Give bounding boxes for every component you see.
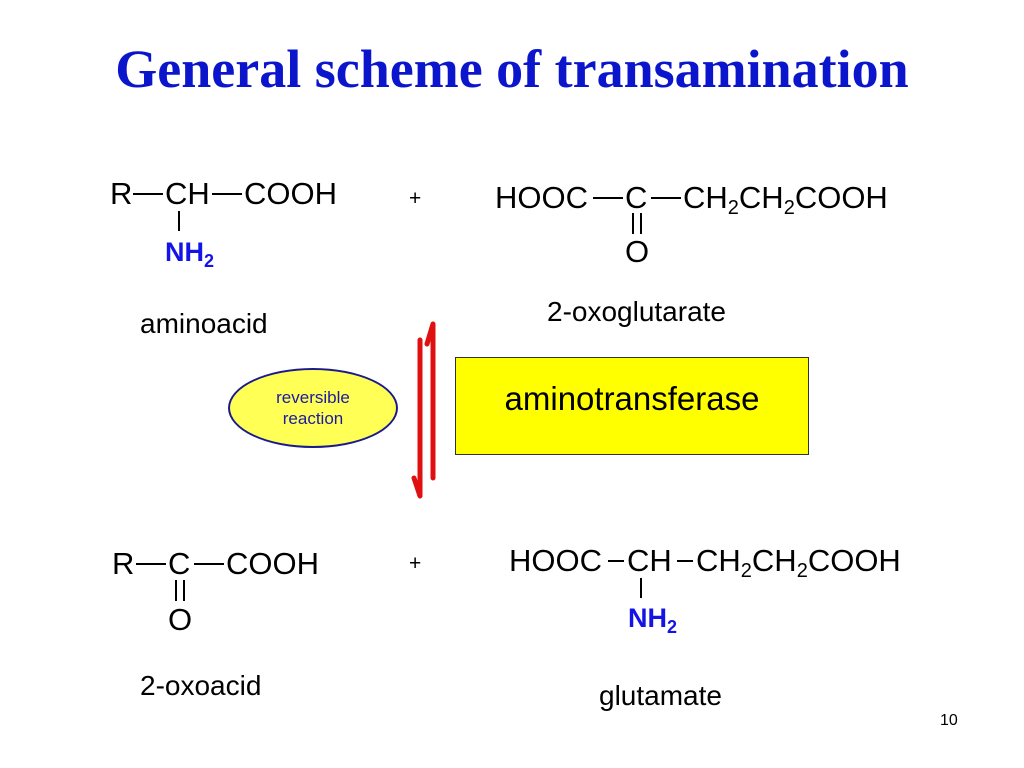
oxoglutarate-chain: CH2CH2COOH	[683, 180, 888, 219]
oxoacid-double-bond-1	[175, 580, 177, 601]
glutamate-hooc: HOOC	[509, 543, 602, 578]
glutamate-chain: CH2CH2COOH	[696, 543, 901, 582]
glutamate-bond-hooc-ch	[608, 560, 624, 562]
enzyme-box	[455, 357, 809, 455]
oxoglutarate-double-bond-2	[640, 213, 642, 234]
aminoacid-bond-r-ch	[133, 193, 163, 195]
glutamate-label: glutamate	[599, 680, 722, 711]
oxoacid-double-bond-2	[183, 580, 185, 601]
oxoglutarate-hooc: HOOC	[495, 180, 588, 215]
plus-sign-top: +	[409, 187, 422, 210]
equilibrium-arrows	[411, 321, 436, 499]
aminoacid-cooh: COOH	[244, 176, 337, 211]
glutamate-amino-group: NH2	[628, 603, 678, 637]
oxoacid-label: 2-oxoacid	[140, 670, 262, 701]
slide-title: General scheme of transamination	[115, 39, 909, 99]
oxoacid-bond-c-cooh	[194, 563, 224, 565]
page-number: 10	[940, 712, 958, 729]
aminoacid-label: aminoacid	[140, 308, 268, 339]
oxoglutarate-bond-hooc-c	[593, 197, 623, 199]
glutamate-bond-ch-nh2	[640, 578, 642, 598]
oxoacid-bond-r-c	[136, 563, 166, 565]
aminoacid-ch: CH	[165, 176, 210, 211]
oxoglutarate-label: 2-oxoglutarate	[547, 296, 727, 327]
reverse-arrow	[424, 321, 436, 481]
reversible-reaction-note: reversible reaction	[228, 368, 398, 448]
plus-sign-bottom: +	[409, 552, 422, 575]
oxoglutarate-o: O	[625, 234, 650, 269]
aminoacid-amino-group: NH2	[165, 237, 215, 271]
oxoglutarate-bond-c-chain	[651, 197, 681, 199]
oxoacid-cooh: COOH	[226, 546, 319, 581]
glutamate-ch: CH	[627, 543, 672, 578]
enzyme-name: aminotransferase	[504, 380, 760, 417]
note-line-2: reaction	[282, 409, 344, 428]
glutamate-bond-ch-chain	[677, 560, 693, 562]
oxoacid-c: C	[168, 546, 191, 581]
note-line-1: reversible	[276, 388, 350, 407]
forward-arrow	[411, 337, 423, 499]
aminoacid-bond-ch-cooh	[212, 193, 242, 195]
oxoacid-o: O	[168, 602, 193, 637]
oxoglutarate-c: C	[625, 180, 648, 215]
aminoacid-r: R	[110, 176, 133, 211]
oxoglutarate-double-bond-1	[632, 213, 634, 234]
aminoacid-bond-ch-nh2	[178, 211, 180, 231]
oxoacid-r: R	[112, 546, 135, 581]
